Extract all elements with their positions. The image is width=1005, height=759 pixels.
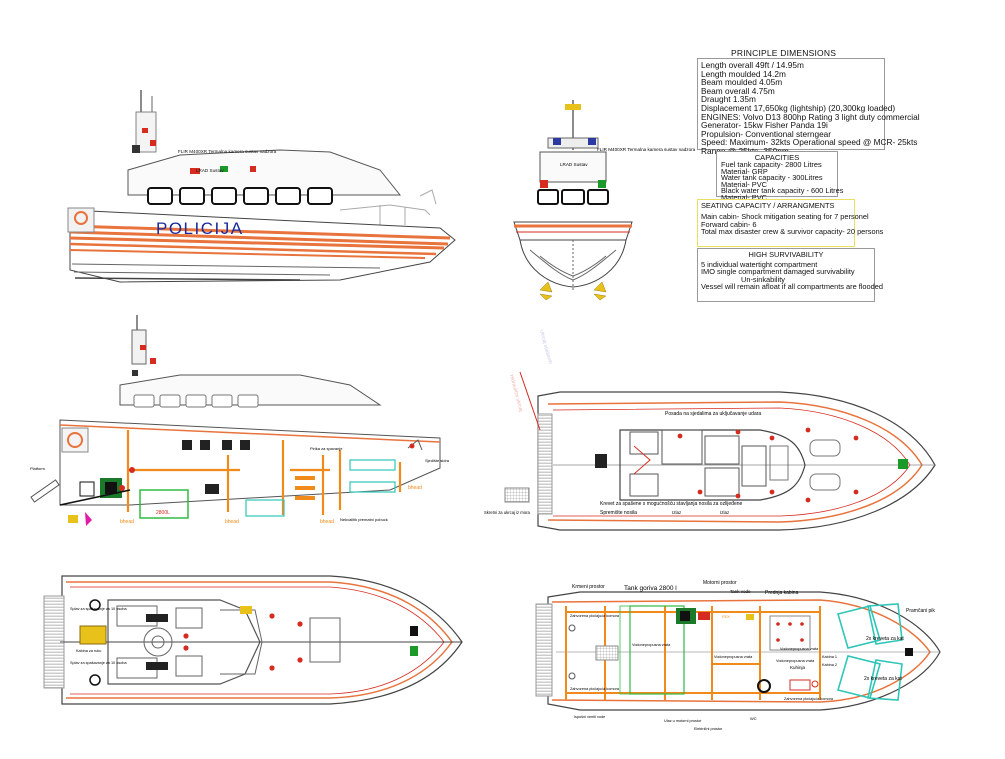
- survivability-box: HIGH SURVIVABILITY 5 individual watertig…: [697, 248, 883, 302]
- berth-label: Krevet za spašene s mogućnošću stavljanj…: [600, 501, 743, 507]
- electric-label: Električni prostor: [694, 727, 723, 731]
- cabin2-label: Kabina 2: [822, 663, 837, 667]
- top-raft2-label: Splav za spašavanje za 10 osoba: [70, 661, 127, 665]
- dim-line: Length overall 49ft / 14.95m: [701, 60, 804, 70]
- bow-anchor-label: Sjedište sidra: [425, 458, 450, 463]
- boarding-label: Skretni za ukrcaj iz mora: [484, 510, 531, 515]
- surv-line: 5 individual watertight compartment: [701, 260, 818, 270]
- capacities-box: CAPACITIES Fuel tank capacity- 2800 Litr…: [716, 151, 844, 201]
- stretcher-label: Spremište nosila: [600, 510, 637, 516]
- krmeni-label: Krmeni prostor: [572, 584, 605, 590]
- profile-view: POLICIJA FLIR M400XR Termalna kamera sus…: [67, 90, 456, 283]
- diagonal-label-1: Hidraulični ukrcaj: [508, 374, 524, 412]
- cabin1-label: Kabina 1: [822, 655, 837, 659]
- bow-peak-label: Pramčani pik: [906, 608, 935, 614]
- cap-line: Water tank capacity - 300Litres: [721, 173, 823, 183]
- section-view: Platform 2800L bhead bhead bhead bhead P…: [30, 315, 450, 526]
- sleep-label: Pirika za spavanje: [310, 446, 343, 451]
- front-view: FLIR M400XR Termalna kamera sustav nadzo…: [513, 100, 696, 301]
- water-tank-label: Tank vode: [730, 589, 751, 594]
- fex-label: FEX: [722, 614, 730, 619]
- bhead-label-2: bhead: [225, 519, 239, 525]
- platform-label: Platform: [30, 466, 46, 471]
- surv-line: Un-sinkability: [741, 274, 785, 284]
- exit-label-2: Izlaz: [720, 510, 730, 515]
- motor-entry-label: Ulaz u motorni prostor: [664, 719, 702, 723]
- seating-box: SEATING CAPACITY / ARRANGMENTS Main cabi…: [697, 199, 884, 247]
- dim-line: Range @ 25kts- 350nm: [701, 145, 789, 156]
- kitchen-label: Kuhinja: [790, 665, 806, 670]
- bhead-label-1: bhead: [120, 519, 134, 525]
- surv-line: IMO single compartment damaged survivabi…: [701, 267, 855, 277]
- dim-line: Beam moulded 4.05m: [701, 77, 783, 88]
- top-view: Kabina za ruku Splav za spašavanje za 10…: [43, 575, 463, 705]
- cap-line: Fuel tank capacity- 2800 Litres: [721, 160, 822, 169]
- dim-line: Length moulded 14.2m: [701, 68, 786, 79]
- dim-line: Generator- 15kw Fisher Panda 19i: [701, 120, 828, 131]
- comp-fwd-bottom-label: Zahvorena pločajuća komora: [784, 697, 834, 701]
- cap-line: Material- GRP: [721, 166, 768, 176]
- flir-label: FLIR M400XR Termalna kamera sustav nadzo…: [178, 149, 277, 154]
- dim-line: Propulsion- Conventional sterngear: [701, 128, 832, 139]
- engine-plan: Krmeni prostor Tank goriva 2800 l Motorn…: [535, 580, 941, 731]
- cap-line: Material- PVC: [721, 192, 767, 202]
- cap-line: Material- PVC: [721, 179, 767, 189]
- seating-title: SEATING CAPACITY / ARRANGMENTS: [701, 201, 835, 210]
- fuel-tank-label: Tank goriva 2800 l: [624, 585, 677, 592]
- dim-line: Beam overall 4.75m: [701, 85, 775, 96]
- top-kabine-label: Kabina za ruku: [76, 649, 101, 653]
- capacities-title: CAPACITIES: [754, 153, 800, 162]
- lrad-label: LRAD Sustav: [196, 168, 224, 173]
- watertight-label-2: Vodonepropusna vrata: [714, 655, 753, 659]
- front-lrad-label: LRAD Sustav: [560, 162, 588, 167]
- crew-seat-label: Posada na sjedalima za uključavanje udar…: [665, 411, 761, 417]
- seat-line: Total max disaster crew & survivor capac…: [701, 227, 884, 237]
- surv-line: Vessel will remain afloat if all compart…: [701, 281, 883, 291]
- store-label: Nekvalitik prematni pobuck: [340, 517, 388, 522]
- dim-line: Displacement 17,650kg (lightship) (20,30…: [701, 102, 896, 113]
- survivability-title: HIGH SURVIVABILITY: [748, 250, 824, 259]
- principle-dimensions-box: Length overall 49ft / 14.95m Length moul…: [697, 58, 920, 155]
- motor-label: Motorni prostor: [703, 580, 737, 586]
- principle-dimensions-title: PRINCIPLE DIMENSIONS: [731, 48, 837, 58]
- tank-2800-label: 2800L: [156, 510, 170, 516]
- exit-label-1: Izlaz: [672, 510, 682, 515]
- top-raft-label: Splav za spašavanje za 10 osoba: [70, 607, 127, 611]
- seat-line: Main cabin- Shock mitigation seating for…: [701, 212, 869, 222]
- bunk-bottom-label: 2x kreveta za kat: [864, 676, 902, 682]
- watertight-label-1: Vodonepropusna vrata: [632, 643, 671, 647]
- deck-plan: Posada na sjedalima za uključavanje udar…: [484, 329, 936, 531]
- hull-text: POLICIJA: [156, 219, 244, 238]
- watertight-label-4: Vodonepropusna vrata: [776, 659, 815, 663]
- dim-line: Speed: Maximum- 32kts Operational speed …: [701, 137, 918, 148]
- diagonal-label-2: Ukrcaj spašenih: [538, 329, 553, 365]
- bhead-label-4: bhead: [408, 485, 422, 491]
- front-flir-label: FLIR M400XR Termalna kamera sustav nadzo…: [597, 147, 696, 152]
- seat-line: Forward cabin- 6: [701, 219, 757, 229]
- wc-label: WC: [750, 716, 757, 721]
- bhead-label-3: bhead: [320, 519, 334, 525]
- fore-cabin-label: Prednja kabina: [765, 590, 799, 596]
- cap-line: Black water tank capacity - 600 Litres: [721, 186, 844, 196]
- bunk-top-label: 2x kreveta za kat: [866, 636, 904, 642]
- exhaust-label: Ispušni ventil vode: [574, 715, 605, 719]
- watertight-label-3: Vodonepropusna vrata: [780, 647, 819, 651]
- dim-line: ENGINES: Volvo D13 800hp Rating 3 light …: [701, 111, 920, 122]
- comp-aft-top-label: Zahvorena pločajuća komora: [570, 614, 620, 618]
- comp-aft-bottom-label: Zahvorena pločajuća komora: [570, 687, 620, 691]
- dim-line: Draught 1.35m: [701, 94, 756, 105]
